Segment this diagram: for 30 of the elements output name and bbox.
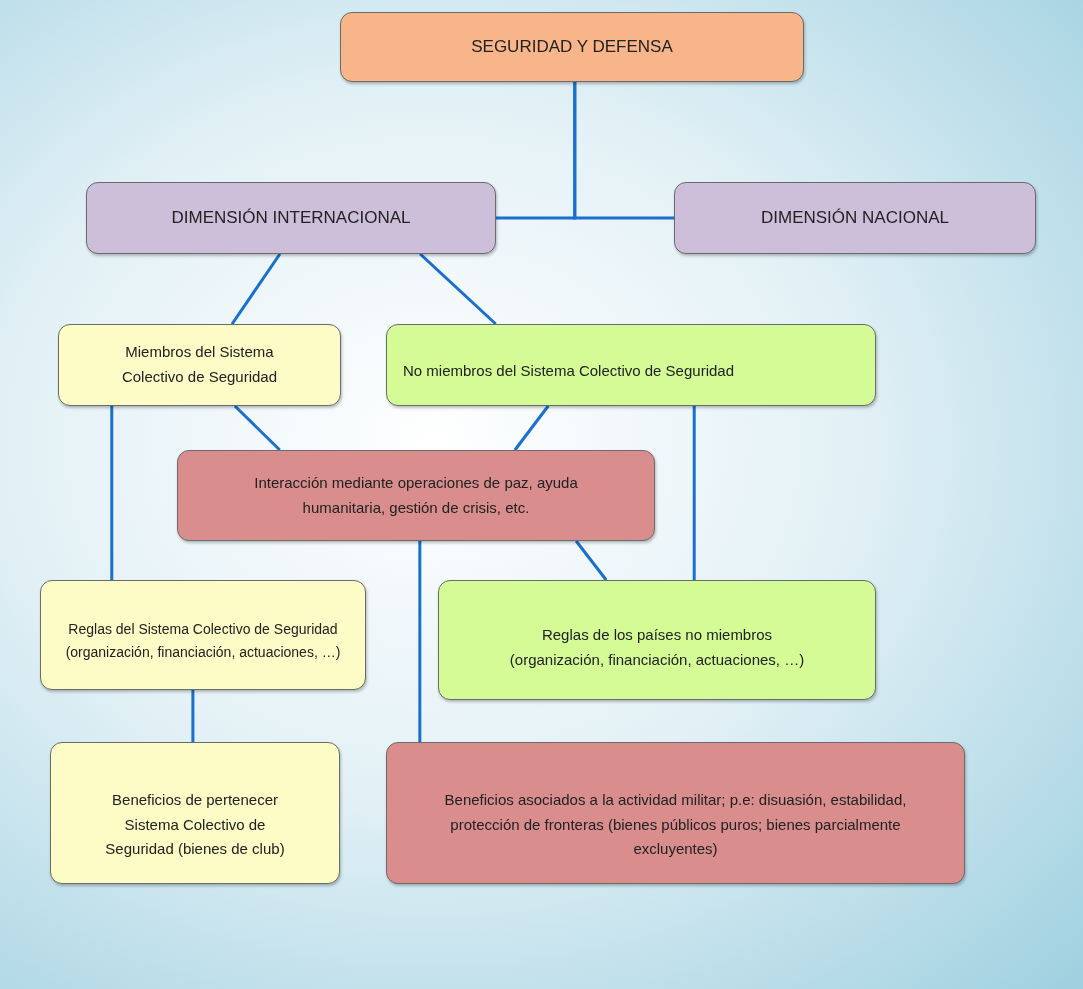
category-box xyxy=(674,182,1036,254)
node-text: Beneficios de pertenecer Sistema Colectivo de Seguridad (bienes de club) xyxy=(104,789,286,860)
node-text: DIMENSIÓN INTERNACIONAL xyxy=(171,206,411,229)
connector-line xyxy=(233,404,281,452)
connector-line xyxy=(574,540,608,581)
node-text: Miembros del Sistema Colectivo de Seguridad xyxy=(120,342,279,387)
connector-line xyxy=(513,405,550,451)
node-text: DIMENSIÓN NACIONAL xyxy=(761,206,949,229)
process-box xyxy=(386,324,876,406)
node-text: Reglas del Sistema Colectivo de Seguridad (organización, financiación, actuaciones, …) xyxy=(65,619,341,662)
node-text: Interacción mediante operaciones de paz, ayuda humanitaria, gestión de crisis, etc. xyxy=(253,472,579,518)
connector-line xyxy=(692,406,696,580)
connector-line xyxy=(419,252,497,326)
connector-line xyxy=(573,82,674,220)
connector-line xyxy=(418,541,422,742)
node-text: No miembros del Sistema Colectivo de Seguridad xyxy=(403,360,734,381)
title-box xyxy=(340,12,804,82)
process-box xyxy=(50,742,340,884)
node-text: SEGURIDAD Y DEFENSA xyxy=(471,35,673,58)
node-text: Reglas de los países no miembros (organización, financiación, actuaciones, …) xyxy=(508,625,806,670)
process-box xyxy=(58,324,341,406)
process-box xyxy=(177,450,655,541)
connector-line xyxy=(230,253,282,325)
process-box xyxy=(386,742,965,884)
category-box xyxy=(86,182,496,254)
node-text: Beneficios asociados a la actividad militar; p.e: disuasión, estabilidad, protección de fronteras (bienes públicos puros; bienes parcialmente excluyentes) xyxy=(443,789,908,860)
process-box xyxy=(438,580,876,700)
process-box xyxy=(40,580,366,690)
connector-line xyxy=(191,690,195,742)
connector-line xyxy=(110,406,114,580)
